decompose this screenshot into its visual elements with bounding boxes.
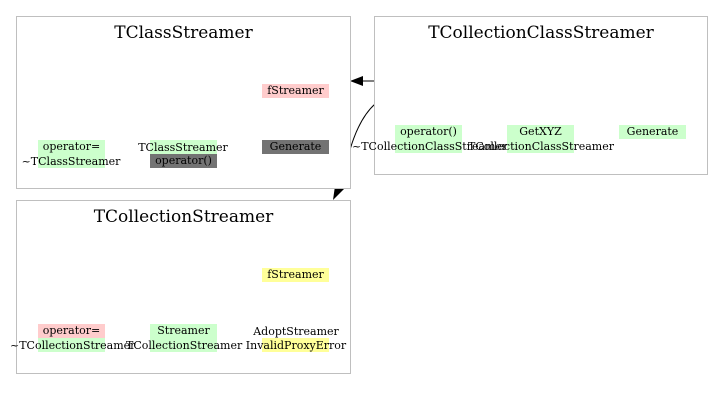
method-destructor[interactable]: ~TClassStreamer: [21, 155, 121, 168]
method-destructor[interactable]: ~TCollectionStreamer: [10, 339, 136, 352]
class-title: TCollectionStreamer: [93, 207, 274, 227]
arrowhead-tcollectionstreamer: [333, 186, 344, 200]
member-fstreamer[interactable]: fStreamer: [262, 268, 329, 282]
method-adoptstreamer[interactable]: AdoptStreamer: [253, 325, 339, 338]
method-operator-assign[interactable]: operator=: [38, 140, 105, 154]
class-title: TClassStreamer: [114, 23, 253, 43]
method-call-operator[interactable]: operator(): [395, 125, 462, 139]
method-destructor-bg: [38, 338, 105, 352]
method-invalidproxyerror[interactable]: InvalidProxyError: [245, 339, 347, 352]
method-destructor-bg: [38, 154, 105, 168]
method-constructor-bg: [507, 139, 574, 153]
method-getxyz[interactable]: GetXYZ: [507, 125, 574, 139]
method-constructor[interactable]: TCollectionStreamer: [126, 339, 243, 352]
method-destructor[interactable]: ~TCollectionClassStreamer: [352, 140, 508, 153]
method-constructor[interactable]: TCollectionClassStreamer: [468, 140, 614, 153]
method-constructor-bg: [150, 338, 217, 352]
method-call-operator-private[interactable]: operator(): [150, 154, 217, 168]
method-invalidproxyerror-bg: [262, 338, 329, 352]
method-constructor-bg: [150, 140, 217, 154]
method-operator-assign[interactable]: operator=: [38, 324, 105, 338]
member-fstreamer[interactable]: fStreamer: [262, 84, 329, 98]
method-generate-private[interactable]: Generate: [262, 140, 329, 154]
arrowhead-tclassstreamer: [350, 76, 363, 86]
method-constructor[interactable]: TClassStreamer: [138, 141, 228, 154]
method-destructor-bg: [395, 139, 462, 153]
method-generate[interactable]: Generate: [619, 125, 686, 139]
class-title: TCollectionClassStreamer: [428, 23, 654, 43]
method-streamer[interactable]: Streamer: [150, 324, 217, 338]
